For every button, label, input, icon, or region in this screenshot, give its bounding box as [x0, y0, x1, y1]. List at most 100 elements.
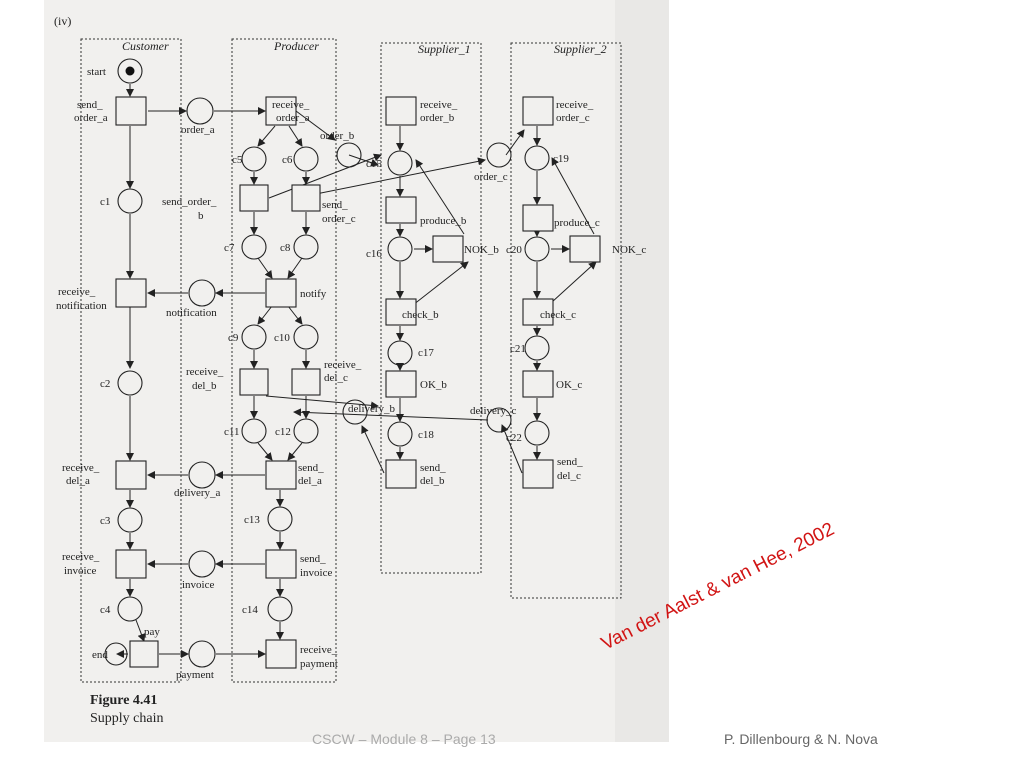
label-send-del-c-1: send_ — [557, 456, 583, 468]
label-send-order-a-1: send_ — [77, 99, 103, 111]
label-c1: c1 — [100, 196, 110, 208]
label-nok-c: NOK_c — [612, 244, 646, 256]
label-c15: c15 — [366, 158, 382, 170]
label-receive-invoice-1: receive_ — [62, 551, 100, 563]
label-delivery-c: delivery_c — [470, 405, 517, 417]
label-check-c: check_c — [540, 309, 576, 321]
place-c16 — [387, 236, 413, 262]
place-c9 — [241, 324, 267, 350]
places — [104, 58, 550, 668]
label-receive-order-c-1: receive_ — [556, 99, 594, 111]
label-receive-notification-2: notification — [56, 300, 107, 312]
label-delivery-a: delivery_a — [174, 487, 221, 499]
place-c1 — [117, 188, 143, 214]
transition-produce-b — [385, 196, 417, 224]
label-c12: c12 — [275, 426, 291, 438]
label-receive-del-b-1: receive_ — [186, 366, 224, 378]
label-receive-del-b-2: del_b — [192, 380, 217, 392]
arcs — [116, 84, 597, 658]
label-c4: c4 — [100, 604, 111, 616]
label-c5: c5 — [232, 154, 243, 166]
label-send-del-b-2: del_b — [420, 475, 445, 487]
lane-boxes — [80, 38, 622, 683]
transition-send-del-b — [385, 459, 417, 489]
transition-produce-c — [522, 204, 554, 232]
figure-title: Figure 4.41 — [90, 693, 158, 708]
place-delivery-a — [188, 461, 216, 489]
place-order-b — [336, 142, 362, 168]
place-c17 — [387, 340, 413, 366]
label-receive-del-c-2: del_c — [324, 372, 348, 384]
label-order-a: order_a — [181, 124, 215, 136]
transition-receive-order-a — [265, 96, 297, 126]
label-invoice: invoice — [182, 579, 214, 591]
transition-receive-del-a — [115, 460, 147, 490]
place-c4 — [117, 596, 143, 622]
label-c14: c14 — [242, 604, 258, 616]
place-end — [104, 642, 128, 666]
label-receive-payment-1: receive_ — [300, 644, 338, 656]
figure-tag: (iv) — [54, 14, 72, 28]
transition-send-order-a — [115, 96, 147, 126]
label-send-invoice-1: send_ — [300, 553, 326, 565]
node-labels: start send_ order_a order_a c1 receive_ … — [56, 66, 646, 681]
label-ok-b: OK_b — [420, 379, 447, 391]
place-c7 — [241, 234, 267, 260]
lane-label-supplier-2: Supplier_2 — [554, 42, 607, 56]
scanned-page-right-strip — [615, 0, 669, 742]
label-start: start — [87, 66, 106, 78]
place-c18 — [387, 421, 413, 447]
lane-supplier-1 — [380, 42, 482, 574]
place-c19 — [524, 145, 550, 171]
transition-send-del-a — [265, 460, 297, 490]
label-c21: c21 — [510, 343, 526, 355]
place-c2 — [117, 370, 143, 396]
label-delivery-b: delivery_b — [348, 403, 396, 415]
place-notification — [188, 279, 216, 307]
label-send-order-c-2: order_c — [322, 213, 356, 225]
transition-ok-c — [522, 370, 554, 398]
place-c6 — [293, 146, 319, 172]
label-produce-c: produce_c — [554, 217, 600, 229]
label-pay: pay — [144, 626, 160, 638]
label-c19: c19 — [553, 153, 569, 165]
label-end: end — [92, 649, 108, 661]
label-send-order-b-2: b — [198, 210, 204, 222]
figure-subtitle: Supply chain — [90, 711, 164, 726]
transition-check-c — [522, 298, 554, 326]
transition-receive-del-b — [239, 368, 269, 396]
label-c2: c2 — [100, 378, 110, 390]
label-nok-b: NOK_b — [464, 244, 499, 256]
transition-notify — [265, 278, 297, 308]
label-ok-c: OK_c — [556, 379, 582, 391]
label-notify: notify — [300, 288, 327, 300]
place-c10 — [293, 324, 319, 350]
transition-receive-invoice — [115, 549, 147, 579]
place-c20 — [524, 236, 550, 262]
label-produce-b: produce_b — [420, 215, 467, 227]
footer-page-info: CSCW – Module 8 – Page 13 — [312, 731, 496, 747]
place-c12 — [293, 418, 319, 444]
place-c5 — [241, 146, 267, 172]
transitions — [115, 96, 601, 669]
label-order-c: order_c — [474, 171, 508, 183]
lane-producer — [231, 38, 337, 683]
place-delivery-c — [486, 407, 512, 433]
place-c21 — [524, 335, 550, 361]
label-receive-del-a-2: del_a — [66, 475, 90, 487]
label-receive-payment-2: payment — [300, 658, 338, 670]
petri-net-diagram: Customer Producer Supplier_1 Supplier_2 — [56, 38, 646, 683]
place-invoice — [188, 550, 216, 578]
transition-nok-b — [432, 235, 464, 263]
transition-pay — [129, 640, 159, 668]
label-send-del-c-2: del_c — [557, 470, 581, 482]
label-order-b: order_b — [320, 130, 355, 142]
lane-label-customer: Customer — [122, 39, 169, 53]
place-c3 — [117, 507, 143, 533]
footer-authors: P. Dillenbourg & N. Nova — [724, 731, 878, 747]
label-c11: c11 — [224, 426, 239, 438]
label-receive-notification-1: receive_ — [58, 286, 96, 298]
label-send-order-c-1: send_ — [322, 199, 348, 211]
label-check-b: check_b — [402, 309, 439, 321]
lane-label-producer: Producer — [273, 39, 319, 53]
